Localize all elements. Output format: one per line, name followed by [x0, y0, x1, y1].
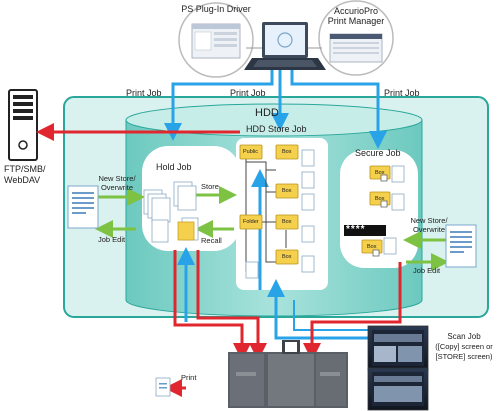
ftp-label: FTP/SMB/ WebDAV — [4, 164, 46, 185]
folder-label-box-5: Box — [375, 170, 385, 176]
store-label: Store — [201, 182, 219, 191]
external-document-right — [445, 224, 477, 268]
password-mask: **** — [346, 224, 366, 235]
folder-label-box-2: Box — [282, 188, 292, 194]
folder-label-box-4: Box — [282, 254, 292, 260]
new-store-overwrite-left: New Store/ Overwrite — [98, 174, 136, 192]
secure-job-label: Secure Job — [355, 148, 401, 158]
hold-job-label: Hold Job — [156, 162, 192, 172]
accuriopro-label: AccurioPro Print Manager — [327, 6, 385, 26]
password-box — [344, 225, 386, 236]
print-output-arrows — [36, 123, 402, 397]
print-job-label-left: Print Job — [126, 88, 162, 98]
hold-job-yellow-doc — [177, 221, 195, 241]
job-edit-right: Job Edit — [413, 266, 441, 275]
job-edit-left: Job Edit — [98, 235, 126, 244]
hdd-store-folders — [239, 144, 299, 265]
secure-job-docs — [383, 165, 405, 255]
folder-label-box-3: Box — [282, 219, 292, 225]
hdd-store-job-label: HDD Store Job — [246, 124, 307, 134]
ps-plugin-driver-label: PS Plug-In Driver — [181, 4, 251, 14]
hdd-store-docs — [245, 149, 315, 279]
external-document-left — [67, 185, 99, 229]
recall-label: Recall — [201, 236, 222, 245]
ps-plugin-driver-device — [178, 2, 254, 78]
lock-icon — [372, 174, 388, 257]
scan-job-arrow-2 — [293, 300, 368, 331]
print-output-document — [155, 377, 171, 397]
folder-label-folder: Folder — [243, 219, 259, 225]
print-job-label-center: Print Job — [230, 88, 266, 98]
folder-label-box-6: Box — [375, 196, 385, 202]
print-job-arrows — [164, 70, 387, 322]
hdd-label: HDD — [255, 107, 279, 119]
folder-label-box-7: Box — [367, 244, 377, 250]
laptop-pc — [244, 22, 326, 70]
folder-label-public: Public — [243, 149, 258, 155]
print-job-label-right: Print Job — [384, 88, 420, 98]
mfp-printer — [228, 340, 348, 408]
new-store-overwrite-right: New Store/ Overwrite — [410, 216, 448, 234]
print-label: Print — [181, 373, 197, 382]
scan-job-arrow — [267, 279, 368, 340]
operation-panel-screens — [367, 325, 429, 411]
folder-label-box-1: Box — [282, 149, 292, 155]
store-edit-arrows — [95, 186, 449, 271]
scan-job-label: Scan Job ([Copy] screen or [STORE] scree… — [435, 332, 493, 361]
accuriopro-print-manager-device — [318, 0, 394, 76]
ftp-server-icon — [8, 89, 38, 161]
